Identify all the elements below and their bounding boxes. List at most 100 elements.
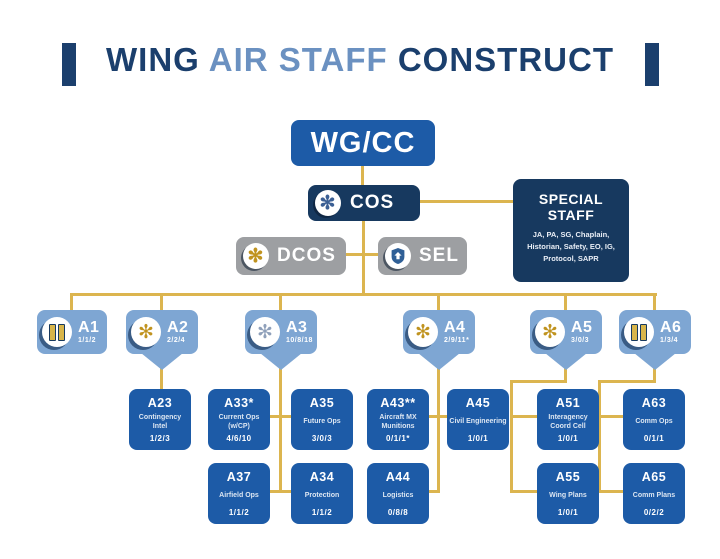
subunit-id: A44 [385, 470, 411, 484]
subunit-a63: A63 Comm Ops 0/1/1 [623, 389, 685, 450]
subunit-name: Aircraft MX Munitions [379, 413, 417, 430]
connector-a55-stub [510, 490, 538, 493]
title-part-wing: WING [106, 41, 209, 78]
title-part-air-staff: AIR STAFF [208, 41, 388, 78]
subunit-name: Logistics [382, 492, 414, 500]
connector-a37-a34 [269, 490, 292, 493]
directorate-numbers: 3/0/3 [571, 336, 590, 344]
directorate-id: A2 [167, 318, 189, 336]
dcos-label: DCOS [277, 245, 336, 266]
cos-label: COS [350, 192, 395, 213]
subunit-a65: A65 Comm Plans 0/2/2 [623, 463, 685, 524]
subunit-name: Civil Engineering [449, 418, 507, 426]
subunit-name: Wing Plans [549, 492, 587, 500]
subunit-numbers: 0/1/1* [386, 434, 410, 443]
connector-main-rail [70, 293, 657, 296]
subunit-numbers: 1/2/3 [149, 434, 171, 443]
wgcc-label: WG/CC [310, 126, 416, 159]
wgcc-box: WG/CC [291, 120, 435, 166]
subunit-a34: A34 Protection 1/1/2 [291, 463, 353, 524]
connector-a6-elbow [598, 380, 656, 383]
subunit-a35: A35 Future Ops 3/0/3 [291, 389, 353, 450]
subunit-id: A63 [641, 396, 667, 410]
connector-drop-a1 [70, 295, 73, 312]
subunit-a55: A55 Wing Plans 1/0/1 [537, 463, 599, 524]
captain-bars-icon [42, 317, 72, 347]
connector-a44-stub [429, 490, 440, 493]
subunit-numbers: 4/6/10 [226, 434, 252, 443]
subunit-numbers: 0/2/2 [643, 508, 665, 517]
subunit-id: A35 [309, 396, 335, 410]
connector-drop-a2 [160, 295, 163, 312]
subunit-id: A23 [147, 396, 173, 410]
subunit-name: Comm Plans [632, 492, 676, 500]
subunit-id: A37 [226, 470, 252, 484]
connector-a4-stem [437, 350, 440, 493]
connector-a33-a35 [269, 415, 292, 418]
subunit-numbers: 1/0/1 [557, 508, 579, 517]
subunit-name: Interagency Coord Cell [548, 413, 588, 430]
directorate-numbers: 1/3/4 [660, 336, 679, 344]
subunit-id: A55 [555, 470, 581, 484]
connector-a63-stub [598, 415, 625, 418]
special-staff-body: JA, PA, SG, Chaplain, Historian, Safety,… [527, 230, 615, 264]
subunit-id: A33* [224, 396, 254, 410]
connector-a5-column [510, 380, 513, 493]
gold-star-insignia-icon: ✻ [243, 243, 269, 269]
subunit-a23: A23 Contingency Intel 1/2/3 [129, 389, 191, 450]
directorate-numbers: 2/9/11* [444, 336, 470, 344]
sel-box: SEL [378, 237, 467, 275]
connector-a3-stem [279, 350, 282, 493]
directorate-id: A1 [78, 318, 100, 336]
page-title: WING AIR STAFF CONSTRUCT [0, 41, 720, 79]
subunit-numbers: 1/1/2 [228, 508, 250, 517]
silver-star-insignia-icon: ✻ [250, 317, 280, 347]
directorate-id: A6 [660, 318, 682, 336]
connector-cos-main-rail [362, 220, 365, 296]
special-staff-box: SPECIAL STAFF JA, PA, SG, Chaplain, Hist… [513, 179, 629, 282]
subunit-id: A43** [380, 396, 416, 410]
special-staff-title: SPECIAL STAFF [538, 191, 604, 224]
subunit-numbers: 1/0/1 [467, 434, 489, 443]
connector-a5-elbow [510, 380, 567, 383]
subunit-a37: A37 Airfield Ops 1/1/2 [208, 463, 270, 524]
subunit-a44: A44 Logistics 0/8/8 [367, 463, 429, 524]
subunit-name: Airfield Ops [219, 492, 259, 500]
subunit-name: Future Ops [303, 418, 341, 426]
connector-drop-a3 [279, 295, 282, 312]
subunit-a51: A51 Interagency Coord Cell 1/0/1 [537, 389, 599, 450]
title-part-construct: CONSTRUCT [387, 41, 614, 78]
connector-drop-a6 [653, 295, 656, 312]
connector-a65-stub [598, 490, 625, 493]
sel-label: SEL [419, 245, 459, 266]
connector-drop-a5 [564, 295, 567, 312]
subunit-numbers: 1/1/2 [311, 508, 333, 517]
subunit-id: A45 [465, 396, 491, 410]
subunit-a45: A45 Civil Engineering 1/0/1 [447, 389, 509, 450]
subunit-numbers: 1/0/1 [557, 434, 579, 443]
subunit-a33: A33* Current Ops (w/CP) 4/6/10 [208, 389, 270, 450]
connector-a2-a23 [160, 350, 163, 392]
subunit-a43: A43** Aircraft MX Munitions 0/1/1* [367, 389, 429, 450]
directorate-id: A5 [571, 318, 593, 336]
connector-a6-column [598, 380, 601, 493]
cos-box: ✻ COS [308, 185, 420, 221]
connector-wgcc-cos [361, 166, 364, 188]
star-insignia-icon: ✻ [315, 190, 341, 216]
subunit-id: A65 [641, 470, 667, 484]
dcos-box: ✻ DCOS [236, 237, 346, 275]
title-accent-bar-left [62, 43, 76, 86]
connector-a51-stub [510, 415, 538, 418]
connector-dcos-sel [345, 253, 378, 256]
subunit-numbers: 3/0/3 [311, 434, 333, 443]
subunit-id: A51 [555, 396, 581, 410]
subunit-id: A34 [309, 470, 335, 484]
title-accent-bar-right [645, 43, 659, 86]
